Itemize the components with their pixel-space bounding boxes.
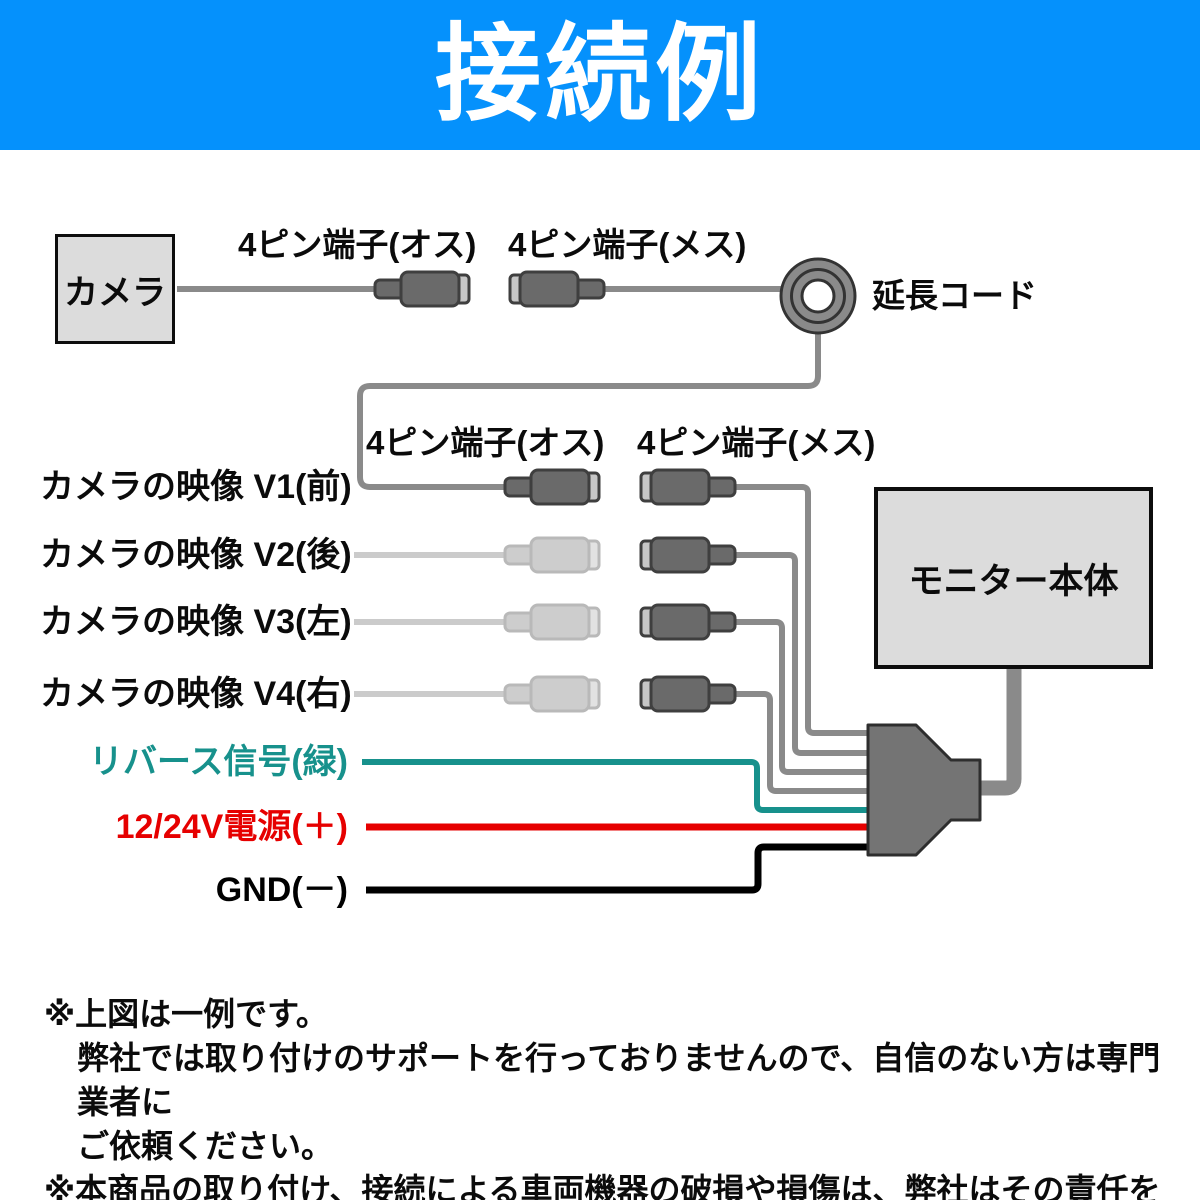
female-connector-v2-icon xyxy=(639,536,737,574)
wire-v3-to-plug xyxy=(733,619,872,775)
wire-v4-to-plug xyxy=(733,691,872,794)
male-connector-v2-icon xyxy=(503,536,601,574)
video-input-v1-label: カメラの映像 V1(前) xyxy=(40,468,352,506)
camera-box-label: カメラ xyxy=(64,273,166,312)
wire-v1-to-plug xyxy=(733,484,872,736)
video-input-v2-label: カメラの映像 V2(後) xyxy=(40,536,352,574)
camera-box: カメラ xyxy=(55,234,175,344)
male-connector-v1-icon xyxy=(503,468,601,506)
video-input-v4-label: カメラの映像 V4(右) xyxy=(40,675,352,713)
female-connector-v3-icon xyxy=(639,603,737,641)
top-male-connector-label: 4ピン端子(オス) xyxy=(238,226,477,263)
monitor-box-label: モニター本体 xyxy=(908,561,1119,601)
power-label: 12/24V電源(＋) xyxy=(115,808,348,846)
page-title: 接続例 xyxy=(435,16,765,134)
extension-cord-label: 延長コード xyxy=(872,277,1037,314)
monitor-cable xyxy=(978,660,1022,796)
coil-middle-ring xyxy=(790,268,846,324)
monitor-box: モニター本体 xyxy=(874,487,1153,669)
note-liability-disclaimer: ※本商品の取り付け、接続による車両機器の破損や損傷は、弊社はその責任を負いか ね… xyxy=(44,1172,1161,1200)
reverse-signal-label: リバース信号(緑) xyxy=(89,743,348,781)
ground-label: GND(－) xyxy=(215,871,348,909)
ground-wire xyxy=(366,843,872,894)
video-input-v3-label: カメラの映像 V3(左) xyxy=(40,603,352,641)
female-connector-v1-icon xyxy=(639,468,737,506)
top-female-connector-label: 4ピン端子(メス) xyxy=(508,226,747,263)
male-connector-v3-icon xyxy=(503,603,601,641)
monitor-plug-icon xyxy=(866,723,982,857)
reverse-signal-wire xyxy=(362,759,872,813)
extension-cord-coil-icon xyxy=(779,257,857,335)
female-connector-top-icon xyxy=(508,270,606,308)
note-example-disclaimer: ※上図は一例です。 弊社では取り付けのサポートを行っておりませんので、自信のない… xyxy=(44,996,1161,1164)
male-connector-top-icon xyxy=(373,270,471,308)
wire-v2-to-plug xyxy=(733,552,872,756)
mid-female-connector-label: 4ピン端子(メス) xyxy=(637,424,876,461)
footer-notes: ※上図は一例です。 弊社では取り付けのサポートを行っておりませんので、自信のない… xyxy=(44,992,1184,1200)
male-connector-v4-icon xyxy=(503,675,601,713)
wire-coil-to-v1 xyxy=(357,332,821,490)
coil-inner-ring xyxy=(800,278,836,314)
header-banner: 接続例 xyxy=(0,0,1200,150)
mid-male-connector-label: 4ピン端子(オス) xyxy=(366,424,605,461)
female-connector-v4-icon xyxy=(639,675,737,713)
